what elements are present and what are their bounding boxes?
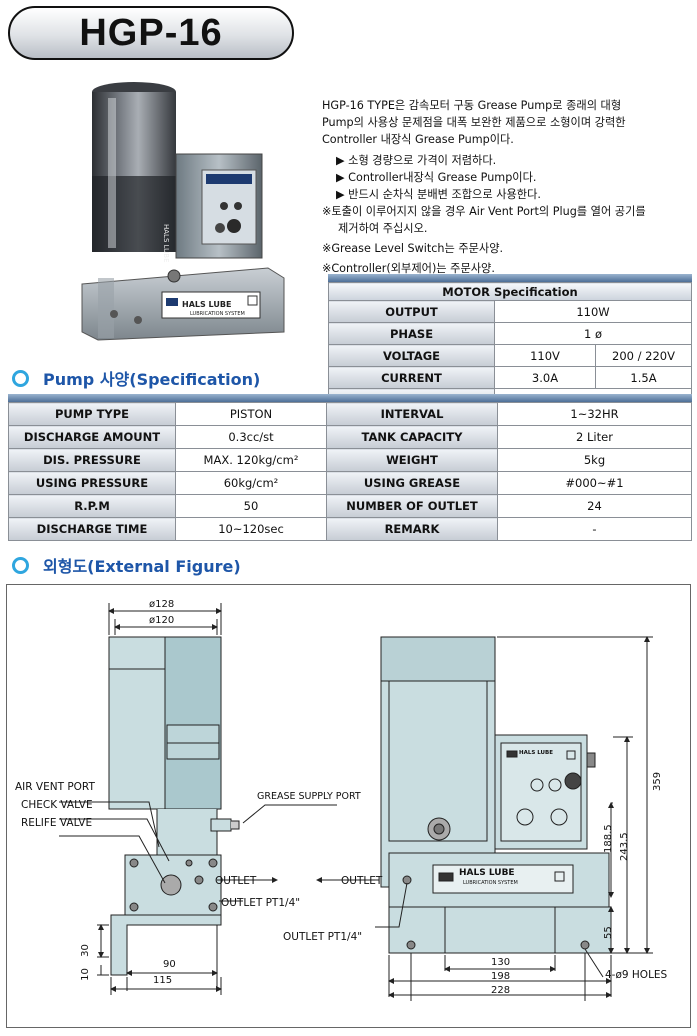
intro-note-3: ※Controller(외부제어)는 주문사양. — [322, 262, 495, 275]
pump-spec-value: 0.3cc/st — [175, 425, 327, 449]
section-bullet-icon — [12, 556, 29, 574]
pump-spec-value: 60kg/cm² — [175, 471, 327, 495]
dim-30-label: 30 — [79, 944, 91, 957]
dim-90-label: 90 — [163, 959, 176, 970]
intro-note-1a: ※토출이 이루어지지 않을 경우 Air Vent Port의 Plug를 열어… — [322, 205, 646, 218]
pump-spec-value: 24 — [497, 494, 692, 518]
pump-spec-label: USING GREASE — [326, 471, 498, 495]
pump-spec-value: 1~32HR — [497, 402, 692, 426]
check-valve-label: CHECK VALVE — [21, 799, 93, 811]
pump-spec-label: PUMP TYPE — [8, 402, 176, 426]
base-brand-label: HALS LUBE — [459, 868, 515, 878]
pump-spec-value: PISTON — [175, 402, 327, 426]
pump-section-title: Pump 사양(Specification) — [43, 370, 261, 389]
pump-spec-label: WEIGHT — [326, 448, 498, 472]
title-pill: HGP-16 — [8, 6, 294, 60]
motor-value: 3.0A — [494, 366, 596, 389]
photo-base-brand: HALS LUBE — [182, 300, 232, 309]
pump-spec-value: MAX. 120kg/cm² — [175, 448, 327, 472]
base-sub-label: LUBRICATION SYSTEM — [463, 880, 518, 886]
outlet-right-label: OUTLET — [341, 875, 383, 887]
motor-label: CURRENT — [328, 366, 495, 389]
photo-base-sub: LUBRICATION SYSTEM — [190, 311, 245, 317]
motor-label: PHASE — [328, 322, 495, 345]
pump-section-heading: Pump 사양(Specification) — [12, 366, 260, 390]
dim-10-label: 10 — [79, 968, 91, 981]
dim-359-label: 359 — [652, 771, 663, 791]
outlet-pt-left-label: OUTLET PT1/4" — [221, 897, 301, 909]
dim-188-label: 188.5 — [603, 824, 614, 853]
pump-spec-value: 2 Liter — [497, 425, 692, 449]
dim-130-label: 130 — [491, 957, 511, 968]
pump-spec-label: NUMBER OF OUTLET — [326, 494, 498, 518]
dim-228-label: 228 — [491, 985, 511, 996]
section-bullet-icon — [12, 369, 29, 387]
figure-section-heading: 외형도(External Figure) — [12, 553, 241, 577]
pump-spec-value: 50 — [175, 494, 327, 518]
figure-section-title: 외형도(External Figure) — [43, 557, 241, 576]
relief-valve-label: RELIFE VALVE — [21, 817, 93, 829]
dim-115-label: 115 — [153, 975, 173, 986]
pump-spec-value: 5kg — [497, 448, 692, 472]
motor-value: 1.5A — [595, 366, 692, 389]
pump-spec-label: R.P.M — [8, 494, 176, 518]
dim-198-label: 198 — [491, 971, 511, 982]
pump-spec-value: 10~120sec — [175, 517, 327, 541]
motor-spec-table: MOTOR Specification OUTPUT 110W PHASE 1 … — [328, 274, 692, 411]
motor-label: VOLTAGE — [328, 344, 495, 367]
intro-text: HGP-16 TYPE은 감속모터 구동 Grease Pump로 종래의 대형… — [322, 97, 694, 277]
pump-spec-label: DISCHARGE TIME — [8, 517, 176, 541]
pump-spec-label: DIS. PRESSURE — [8, 448, 176, 472]
motor-value: 1 ø — [494, 322, 692, 345]
intro-bullet: ▶ Controller내장식 Grease Pump이다. — [336, 171, 537, 184]
pump-spec-label: DISCHARGE AMOUNT — [8, 425, 176, 449]
outlet-pt-right-label: OUTLET PT1/4" — [283, 931, 363, 943]
intro-note-1b: 제거하여 주십시오. — [338, 222, 428, 235]
intro-bullet: ▶ 반드시 순차식 분배변 조합으로 사용한다. — [336, 188, 541, 201]
external-figure-drawing — [59, 603, 653, 1001]
pump-header-bar — [8, 394, 692, 402]
dim-243-label: 243.5 — [619, 832, 630, 861]
pump-spec-label: REMARK — [326, 517, 498, 541]
pump-photo-illustration — [81, 82, 285, 341]
pump-spec-value: #000~#1 — [497, 471, 692, 495]
panel-brand-label: HALS LUBE — [519, 750, 553, 756]
front-view — [316, 636, 653, 1001]
intro-note-2: ※Grease Level Switch는 주문사양. — [322, 242, 504, 255]
motor-label: OUTPUT — [328, 300, 495, 323]
product-photo: HALS LUBE LUBRICATION SYSTEM HALS LUBE — [78, 78, 293, 348]
motor-value: 110V — [494, 344, 596, 367]
external-figure-frame: ø128 ø120 AIR VENT PORT CHECK VALVE RELI… — [6, 584, 691, 1028]
motor-value: 110W — [494, 300, 692, 323]
motor-header: MOTOR Specification — [328, 282, 692, 301]
intro-line-3: Controller 내장식 Grease Pump이다. — [322, 133, 514, 146]
air-vent-port-label: AIR VENT PORT — [15, 781, 95, 793]
motor-header-bar — [328, 274, 692, 282]
dim-128-label: ø128 — [149, 599, 175, 610]
photo-tank-brand: HALS LUBE — [162, 224, 170, 263]
dim-55-label: 55 — [603, 926, 614, 939]
pump-spec-label: TANK CAPACITY — [326, 425, 498, 449]
intro-bullet: ▶ 소형 경량으로 가격이 저렴하다. — [336, 154, 497, 167]
motor-value: 200 / 220V — [595, 344, 692, 367]
pump-spec-label: INTERVAL — [326, 402, 498, 426]
holes-label: 4-ø9 HOLES — [605, 969, 668, 981]
page-title: HGP-16 — [79, 11, 223, 54]
intro-line-1: HGP-16 TYPE은 감속모터 구동 Grease Pump로 종래의 대형 — [322, 99, 622, 112]
side-view — [59, 603, 337, 995]
dim-120-label: ø120 — [149, 615, 175, 626]
outlet-left-label: OUTLET — [215, 875, 257, 887]
intro-line-2: Pump의 사용상 문제점을 대폭 보완한 제품으로 소형이며 강력한 — [322, 116, 626, 129]
pump-spec-value: - — [497, 517, 692, 541]
pump-spec-label: USING PRESSURE — [8, 471, 176, 495]
pump-spec-table: PUMP TYPE PISTON INTERVAL 1~32HR DISCHAR… — [8, 394, 692, 541]
grease-supply-port-label: GREASE SUPPLY PORT — [257, 791, 361, 802]
